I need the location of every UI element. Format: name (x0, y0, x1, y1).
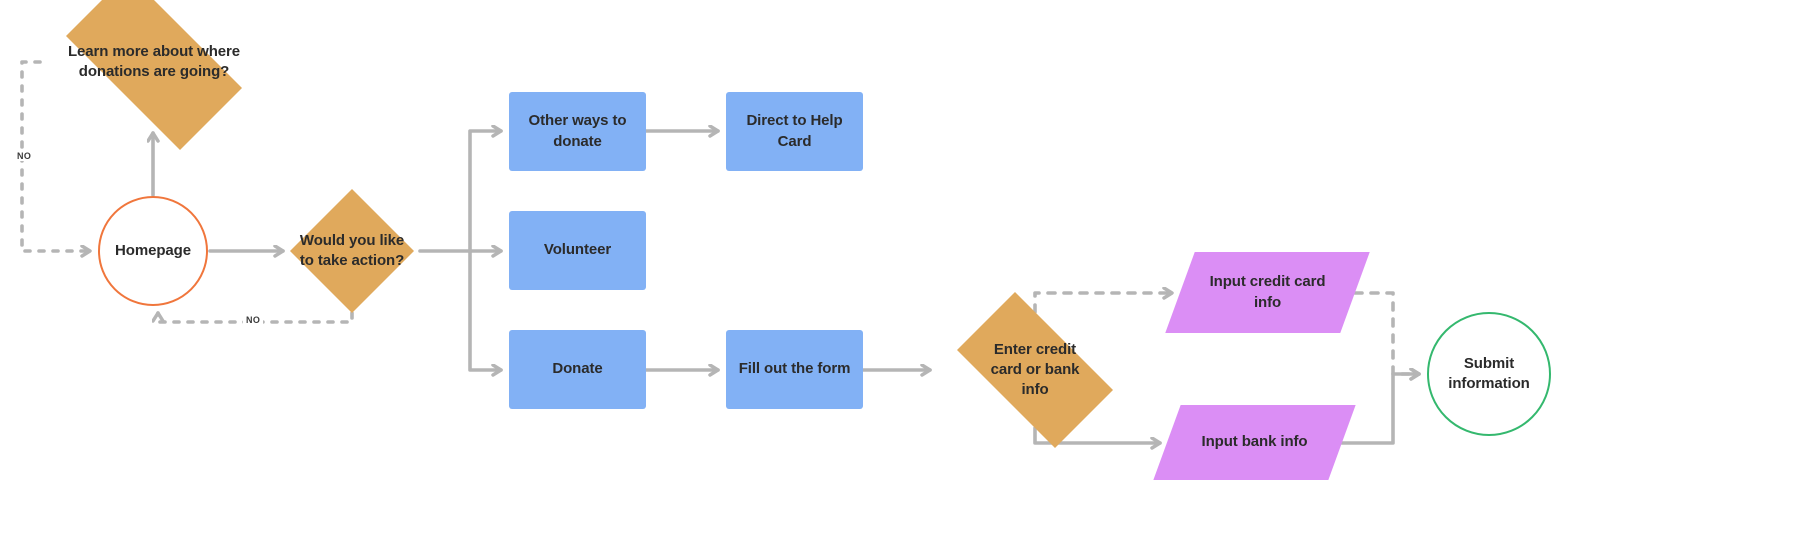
node-label: Input credit card info (1209, 273, 1326, 311)
edge-label-no-bottom: NO (243, 315, 264, 325)
node-label: Donate (552, 360, 603, 378)
node-label: Direct to Help Card (746, 112, 843, 150)
edge-enter-info-to-input-credit-card (1033, 293, 1174, 314)
edge-input-bank-to-submit (1340, 374, 1421, 445)
node-label: Homepage (115, 241, 191, 259)
node-label: Volunteer (543, 241, 612, 259)
edge-take-action-to-donate (468, 249, 503, 370)
node-homepage[interactable]: Homepage (98, 196, 208, 306)
node-label: Submit information (1448, 354, 1530, 392)
node-input-bank-info[interactable]: Input bank info (1153, 405, 1356, 480)
node-donate[interactable]: Donate (509, 330, 646, 409)
node-other-ways-to-donate[interactable]: Other ways to donate (509, 92, 646, 171)
node-label: Learn more about where donations are goi… (67, 42, 240, 80)
edge-input-credit-card-to-submit (1353, 291, 1421, 374)
node-label: Fill out the form (738, 360, 851, 378)
node-submit-information[interactable]: Submit information (1427, 312, 1551, 436)
node-learn-more[interactable]: Learn more about where donations are goi… (40, 0, 268, 150)
node-label: Other ways to donate (528, 112, 627, 150)
node-take-action[interactable]: Would you like to take action? (290, 189, 414, 313)
edge-take-action-to-other-ways (418, 131, 503, 253)
node-label: Enter credit card or bank info (990, 340, 1080, 399)
node-enter-credit-card-or-bank-info[interactable]: Enter credit card or bank info (937, 292, 1133, 448)
edge-label-no-left: NO (14, 151, 35, 161)
node-direct-to-help-card[interactable]: Direct to Help Card (726, 92, 863, 171)
node-label: Would you like to take action? (299, 231, 405, 269)
node-label: Input bank info (1201, 433, 1308, 451)
node-fill-out-the-form[interactable]: Fill out the form (726, 330, 863, 409)
edge-enter-info-to-input-bank (1033, 426, 1162, 443)
node-input-credit-card-info[interactable]: Input credit card info (1165, 252, 1370, 333)
node-volunteer[interactable]: Volunteer (509, 211, 646, 290)
edge-take-action-no-to-homepage (158, 311, 354, 324)
